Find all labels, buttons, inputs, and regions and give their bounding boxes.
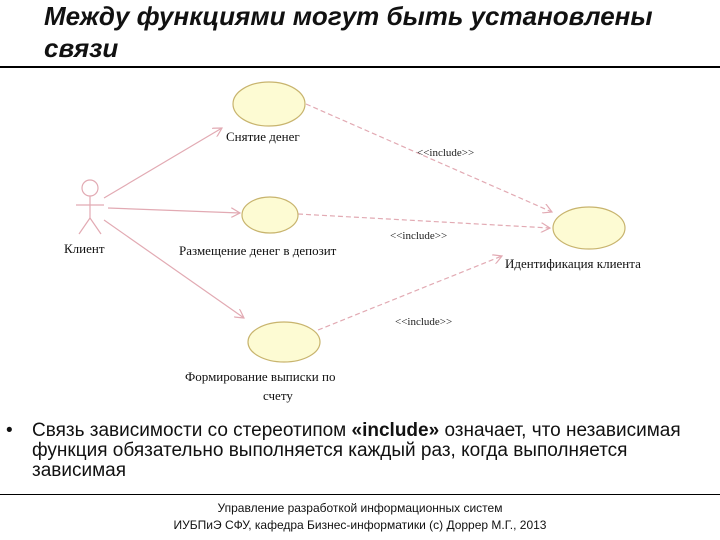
actor-stick-figure	[76, 179, 104, 235]
include-stereotype-2: <<include>>	[390, 230, 447, 242]
footer-line1: Управление разработкой информационных си…	[217, 501, 503, 515]
use-case-label-deposit: Размещение денег в депозит	[179, 243, 337, 258]
title-divider	[0, 66, 720, 68]
slide-title-line2: связи	[44, 33, 119, 63]
footer-divider	[0, 494, 720, 495]
use-case-label-statement-1: Формирование выписки по	[185, 369, 335, 384]
bullet-text-end: означает, что независимая функция обязат…	[32, 420, 681, 481]
bullet-text-start: Связь зависимости со стереотипом	[32, 420, 352, 441]
include-stereotype-3: <<include>>	[395, 316, 452, 328]
bullet-point: • Связь зависимости со стереотипом «incl…	[6, 421, 706, 481]
bullet-dot-icon: •	[6, 420, 13, 441]
use-case-withdraw	[232, 81, 306, 127]
bullet-text-stereotype: «include»	[351, 420, 440, 441]
include-line-statement	[317, 256, 502, 331]
use-case-statement	[247, 321, 321, 363]
use-case-diagram: Клиент Снятие денег Размещение денег в д…	[64, 81, 641, 403]
slide-title-line1: Между функциями могут быть установлены	[44, 1, 653, 31]
include-line-deposit	[297, 213, 550, 228]
slide-title: Между функциями могут быть установлены с…	[44, 0, 704, 64]
use-case-label-withdraw: Снятие денег	[226, 129, 300, 144]
association-line-statement	[103, 219, 244, 318]
actor-label: Клиент	[64, 241, 105, 256]
use-case-deposit	[241, 196, 299, 234]
slide-footer: Управление разработкой информационных си…	[0, 500, 720, 534]
footer-line2: ИУБПиЭ СФУ, кафедра Бизнес-информатики (…	[173, 518, 547, 532]
include-stereotype-1: <<include>>	[417, 147, 474, 159]
use-case-label-identification: Идентификация клиента	[505, 256, 641, 271]
bullet-text: Связь зависимости со стереотипом «includ…	[32, 421, 706, 481]
association-line-withdraw	[103, 128, 222, 199]
association-line-deposit	[107, 207, 240, 213]
include-line-withdraw	[305, 103, 552, 212]
use-case-identification	[552, 206, 626, 250]
use-case-label-statement-2: счету	[263, 388, 293, 403]
